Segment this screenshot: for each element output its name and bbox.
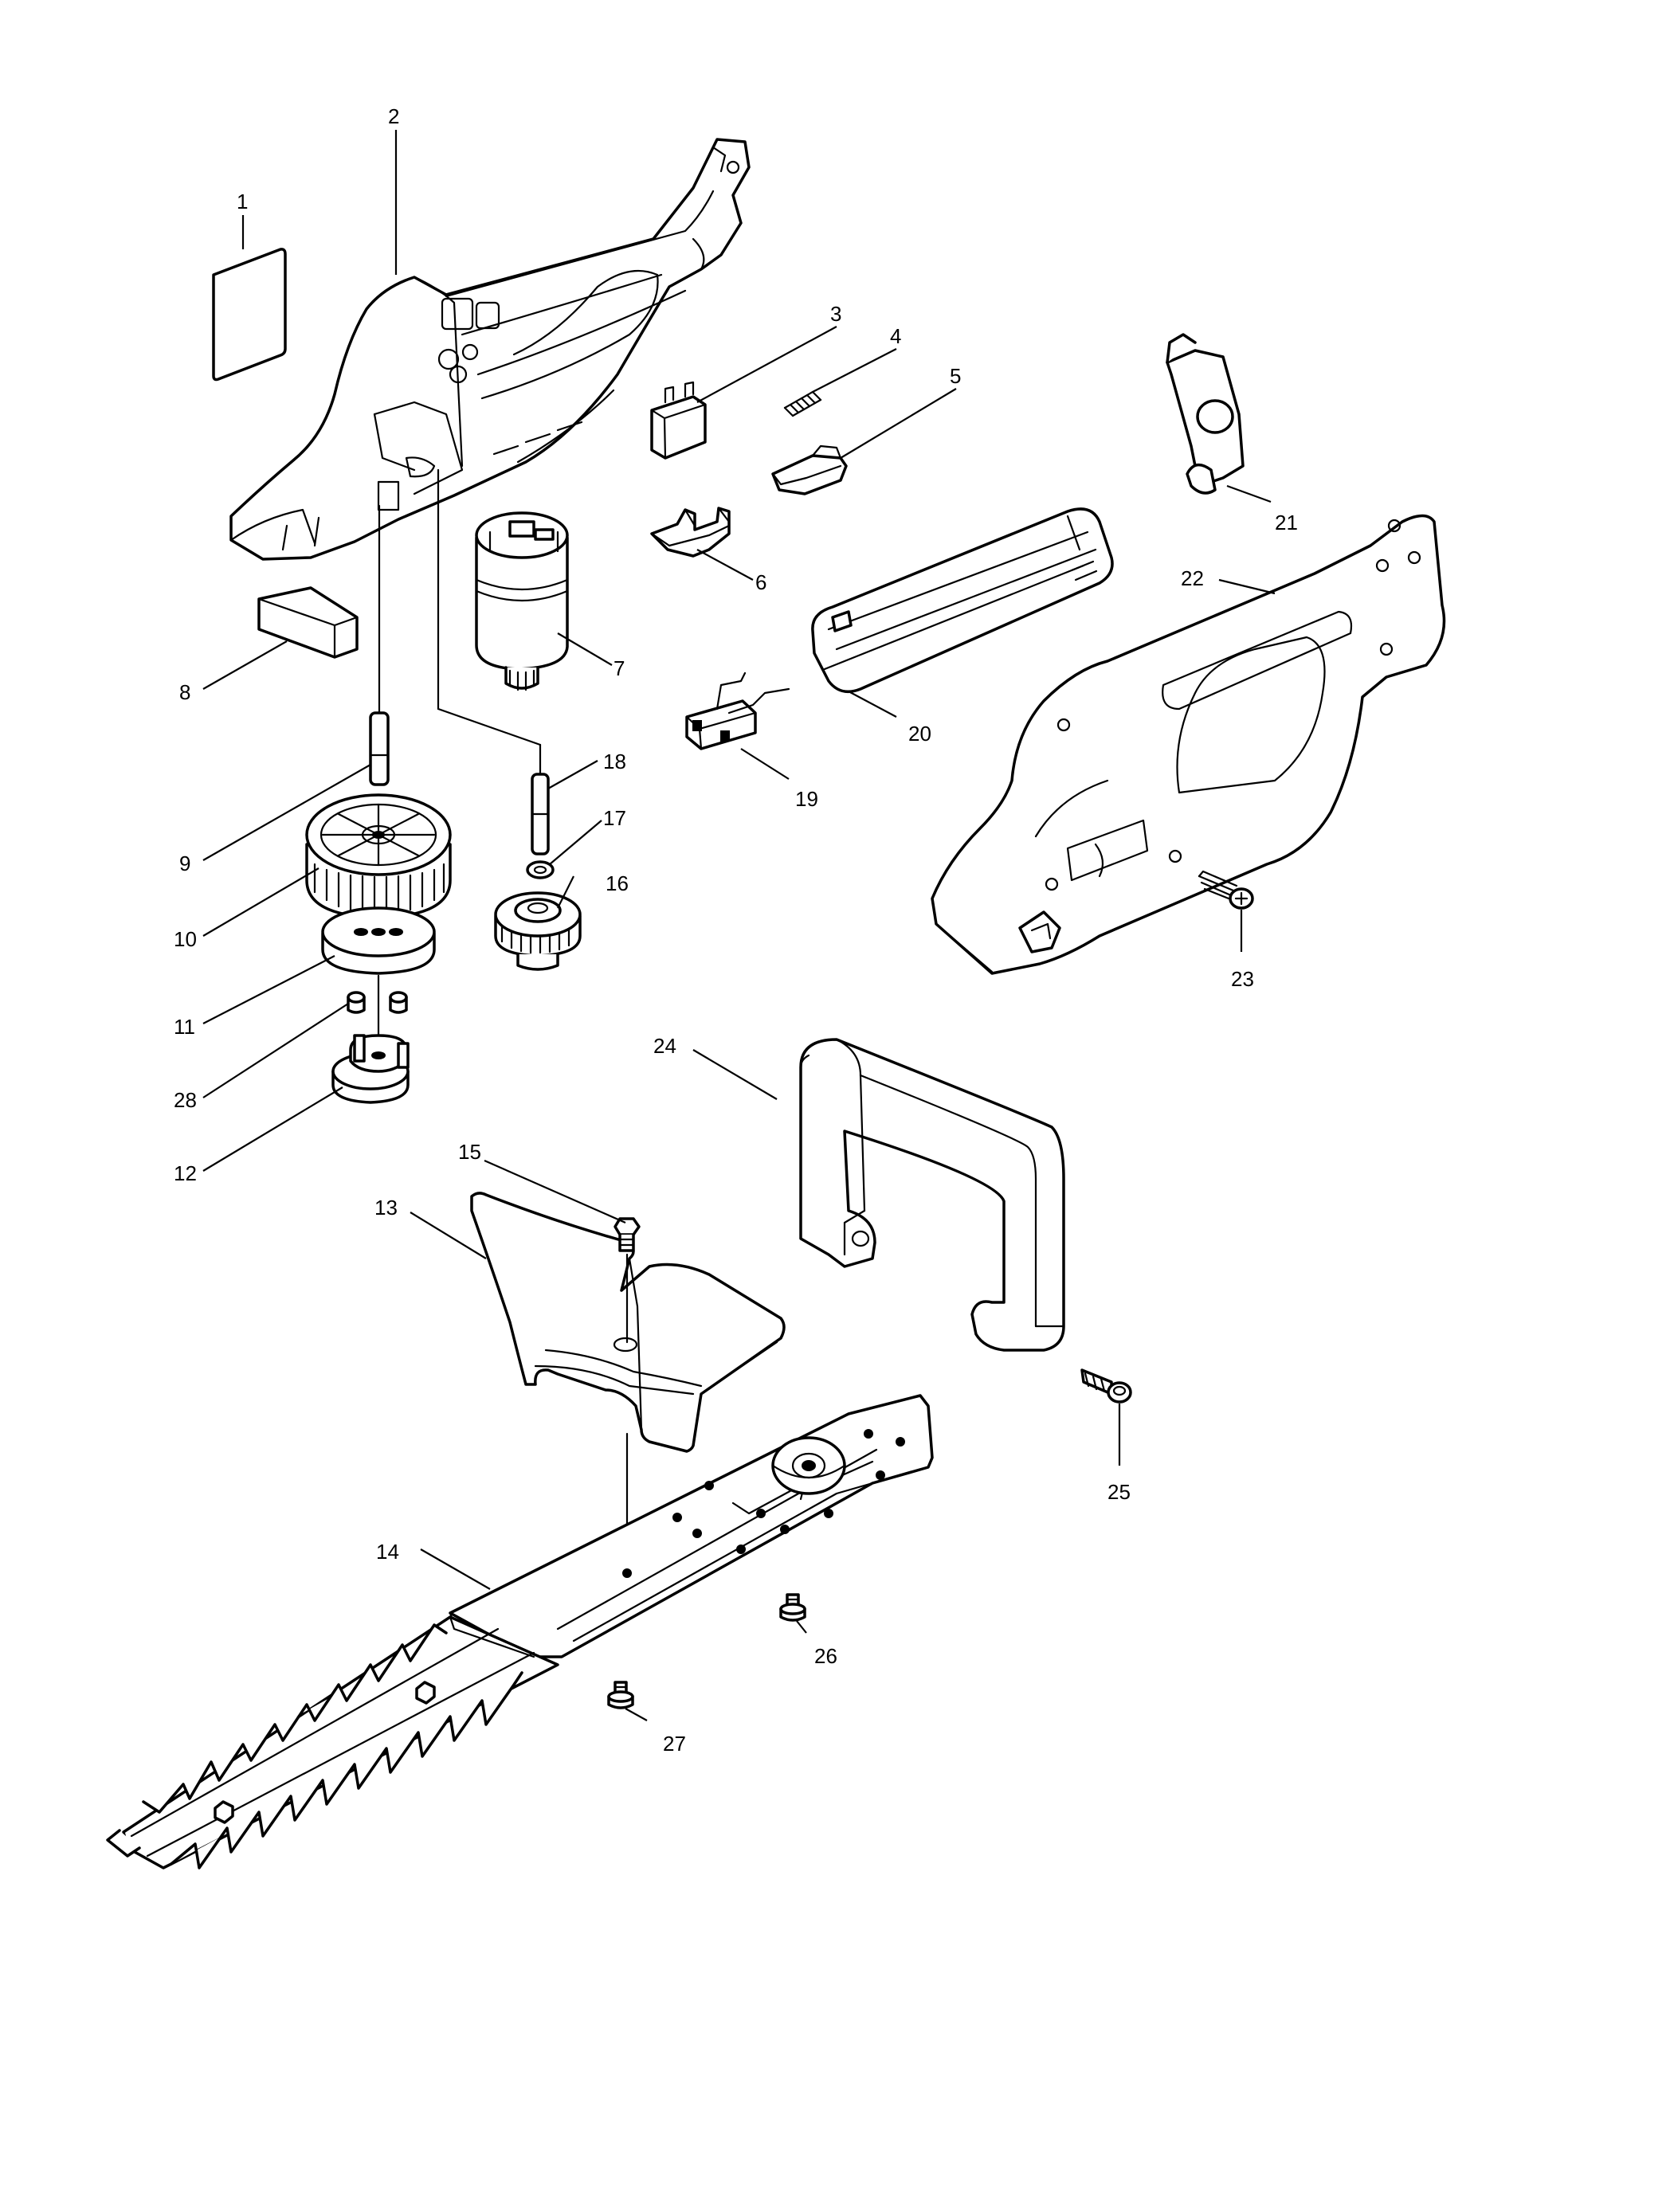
callout-26: 26 [814, 1644, 837, 1668]
part-14-blade-assembly [106, 1394, 934, 1869]
callout-7: 7 [614, 656, 625, 680]
callout-21: 21 [1275, 511, 1298, 534]
callout-28: 28 [174, 1088, 197, 1112]
callout-14: 14 [376, 1540, 399, 1564]
leader-lines [202, 130, 1276, 1721]
part-18-pin [437, 468, 550, 855]
callout-8: 8 [179, 680, 190, 704]
part-5-switch-lever [771, 444, 848, 495]
part-6-terminal-holder [650, 507, 731, 558]
callout-20: 20 [908, 722, 931, 746]
callout-18: 18 [603, 750, 626, 773]
part-2-motor-housing [229, 138, 751, 561]
callout-13: 13 [374, 1196, 398, 1220]
callout-11: 11 [174, 1015, 195, 1039]
callout-12: 12 [174, 1161, 197, 1185]
callout-23: 23 [1231, 967, 1254, 991]
part-16-small-gear [494, 891, 582, 971]
part-1-label-plate [212, 248, 287, 382]
callout-4: 4 [890, 324, 901, 348]
part-24-front-handle [799, 1038, 1065, 1352]
callout-3: 3 [830, 302, 841, 326]
callout-15: 15 [458, 1140, 481, 1164]
part-12-eccentric [331, 1034, 410, 1104]
part-26-screw [779, 1593, 806, 1622]
callout-5: 5 [950, 364, 961, 388]
part-7-motor [475, 511, 569, 691]
part-21-bracket [1166, 333, 1245, 495]
part-28-pins [347, 974, 408, 1045]
callout-16: 16 [606, 871, 629, 895]
callout-19: 19 [795, 787, 818, 811]
part-3-switch [650, 381, 707, 460]
callout-2: 2 [388, 104, 399, 128]
part-9-shaft [369, 504, 390, 786]
callout-22: 22 [1181, 566, 1204, 590]
callout-9: 9 [179, 852, 190, 875]
callout-25: 25 [1107, 1480, 1131, 1504]
part-4-spring [783, 390, 822, 417]
part-23-screw [1198, 870, 1254, 910]
part-10-gear-wheel [305, 793, 452, 919]
part-22-handle-cover [931, 514, 1446, 975]
part-8-block [257, 586, 359, 659]
part-11-plate [321, 906, 436, 975]
part-20-battery [811, 507, 1114, 694]
part-27-screw [607, 1681, 634, 1709]
part-17-washer [526, 860, 555, 879]
callout-17: 17 [603, 806, 626, 830]
callout-27: 27 [663, 1732, 686, 1756]
callout-24: 24 [653, 1034, 676, 1058]
callout-1: 1 [237, 190, 248, 213]
callout-10: 10 [174, 927, 197, 951]
callout-labels: 1 2 3 4 5 6 7 8 9 10 11 28 12 13 15 14 1… [174, 104, 1298, 1756]
part-25-bolt [1080, 1368, 1132, 1404]
part-19-terminal [685, 671, 790, 750]
callout-6: 6 [755, 570, 766, 594]
